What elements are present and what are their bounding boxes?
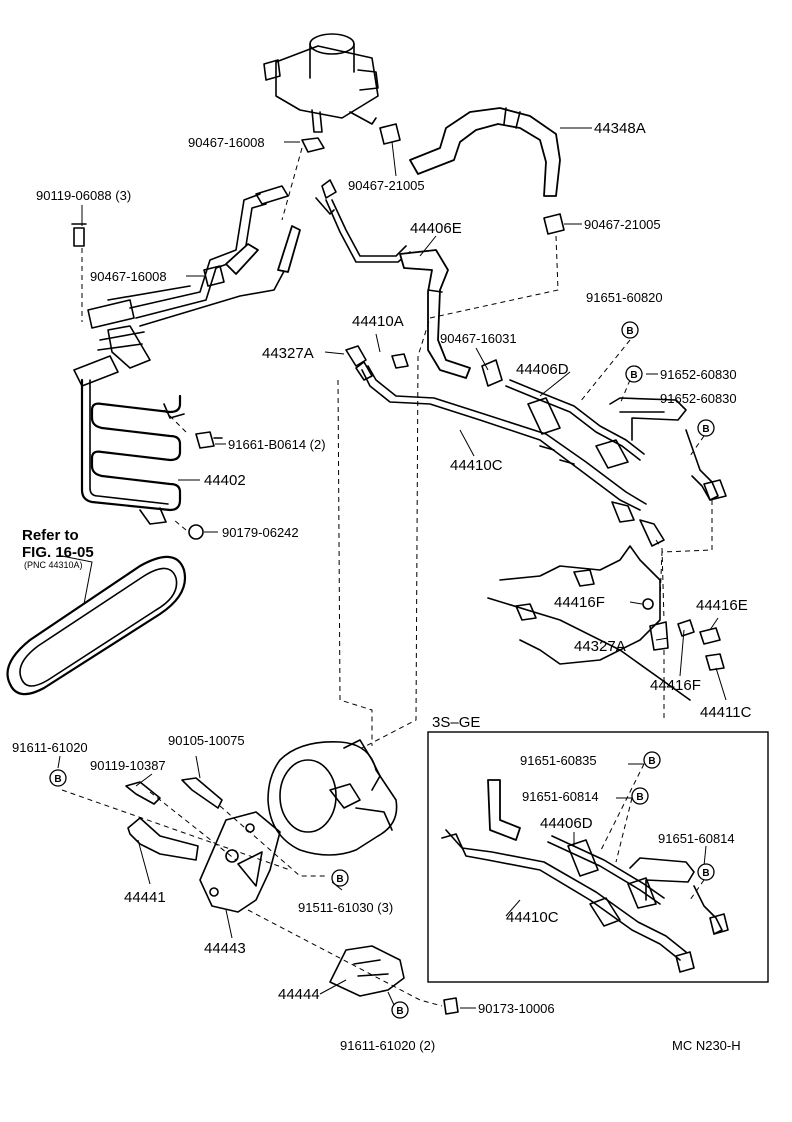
hose-44348A <box>409 107 561 197</box>
dashed-guides <box>61 147 713 1007</box>
nut-90179-06242 <box>188 524 204 540</box>
bolt-90119-06088 <box>71 223 87 247</box>
label-refer-fig: FIG. 16-05 <box>22 544 94 561</box>
oil-cooler-44402 <box>73 299 185 525</box>
label-refer-pnc: (PNC 44310A) <box>24 560 83 570</box>
inset-label-44406D: 44406D <box>540 815 593 832</box>
label-91651-60820: 91651-60820 <box>586 290 663 305</box>
part-labels: 90467-16008 90467-21005 44348A 90119-060… <box>12 120 752 1053</box>
clamp-90467-21005-a <box>379 123 401 145</box>
svg-text:B: B <box>396 1006 403 1017</box>
svg-text:B: B <box>702 868 709 879</box>
svg-text:B: B <box>626 326 633 337</box>
label-44443: 44443 <box>204 940 246 957</box>
label-90467-21005-a: 90467-21005 <box>348 178 425 193</box>
svg-text:B: B <box>648 756 655 767</box>
label-91511-61030: 91511-61030 (3) <box>298 900 393 915</box>
inset-title: 3S–GE <box>432 714 480 731</box>
label-91611-61020-2: 91611-61020 (2) <box>340 1038 435 1053</box>
bolt-91661-B0614 <box>195 431 223 449</box>
pressure-hose-44410C <box>355 361 665 547</box>
bolt-44410A <box>391 353 409 369</box>
label-44402: 44402 <box>204 472 246 489</box>
label-44416E: 44416E <box>696 597 748 614</box>
inset-frame <box>427 731 769 983</box>
label-90467-21005-b: 90467-21005 <box>584 217 661 232</box>
cooler-pipes <box>107 185 301 327</box>
badge-b-91651-60814-a: B <box>631 787 649 805</box>
badge-b-91611-61020: B <box>49 769 67 787</box>
label-44411C: 44411C <box>700 704 752 721</box>
label-44327A-bottom: 44327A <box>574 638 626 655</box>
label-91652-60830-a: 91652-60830 <box>660 367 737 382</box>
inset-label-91651-60814-b: 91651-60814 <box>658 831 735 846</box>
nut-90173-10006 <box>443 997 459 1015</box>
svg-text:B: B <box>636 792 643 803</box>
inset-label-91651-60814-a: 91651-60814 <box>522 789 599 804</box>
label-90467-16031: 90467-16031 <box>440 331 517 346</box>
bolt-44411C <box>705 653 725 671</box>
label-44444: 44444 <box>278 986 320 1003</box>
inset-label-91651-60835: 91651-60835 <box>520 753 597 768</box>
label-44406E: 44406E <box>410 220 462 237</box>
badge-b-91652-60830-b: B <box>697 419 715 437</box>
label-44410C: 44410C <box>450 457 503 474</box>
badge-b-91651-60814-b: B <box>697 863 715 881</box>
badge-b-91511-61030: B <box>331 869 349 887</box>
leader-lines <box>57 127 727 1019</box>
badge-b-91611-61020-2: B <box>391 1001 409 1019</box>
label-44327A-top: 44327A <box>262 345 314 362</box>
clamp-90467-16031 <box>481 359 503 387</box>
label-44410A: 44410A <box>352 313 404 330</box>
svg-text:B: B <box>630 370 637 381</box>
power-steering-pump <box>267 739 398 856</box>
svg-text:B: B <box>336 874 343 885</box>
clamp-90467-16008-top <box>301 137 325 153</box>
badge-b-91651-60835: B <box>643 751 661 769</box>
label-90119-10387: 90119-10387 <box>90 758 166 773</box>
tube-44406D <box>505 379 727 501</box>
label-44348A: 44348A <box>594 120 646 137</box>
badge-b-91652-60830-a: B <box>625 365 643 383</box>
label-91652-60830-b: 91652-60830 <box>660 391 737 406</box>
clamp-90467-21005-b <box>543 213 565 235</box>
bolt-90119-10387 <box>125 781 161 805</box>
engine-mount-area <box>487 545 695 701</box>
washer-44416F <box>642 598 654 610</box>
bracket-44441 <box>127 817 199 861</box>
reservoir-tank <box>263 33 379 133</box>
inset-label-44410C: 44410C <box>506 909 559 926</box>
label-90173-10006: 90173-10006 <box>478 1001 555 1016</box>
label-90467-16008-mid: 90467-16008 <box>90 269 167 284</box>
label-refer-to: Refer to <box>22 527 79 544</box>
clamp-90467-16008-mid <box>203 265 225 287</box>
label-44441: 44441 <box>124 889 166 906</box>
label-90467-16008-top: 90467-16008 <box>188 135 265 150</box>
badge-b-91651-60820: B <box>621 321 639 339</box>
label-90179-06242: 90179-06242 <box>222 525 299 540</box>
label-90119-06088: 90119-06088 (3) <box>36 188 131 203</box>
bolt-90105-10075 <box>181 777 223 809</box>
svg-text:B: B <box>54 774 61 785</box>
inset-3sge: 3S–GE B B B 91651- <box>427 714 769 983</box>
drive-belt <box>6 555 187 696</box>
footer-code: MC N230-H <box>672 1038 741 1053</box>
svg-text:B: B <box>702 424 709 435</box>
bracket-44327A-top <box>345 345 367 367</box>
label-91611-61020: 91611-61020 <box>12 740 88 755</box>
label-91661-B0614: 91661-B0614 (2) <box>228 437 326 452</box>
label-44416F-b: 44416F <box>650 677 701 694</box>
label-44406D: 44406D <box>516 361 569 378</box>
label-90105-10075: 90105-10075 <box>168 733 245 748</box>
label-44416F-a: 44416F <box>554 594 605 611</box>
hose-44406E <box>399 249 471 379</box>
bolt-44416E <box>699 627 721 645</box>
bracket-44444 <box>329 945 405 997</box>
